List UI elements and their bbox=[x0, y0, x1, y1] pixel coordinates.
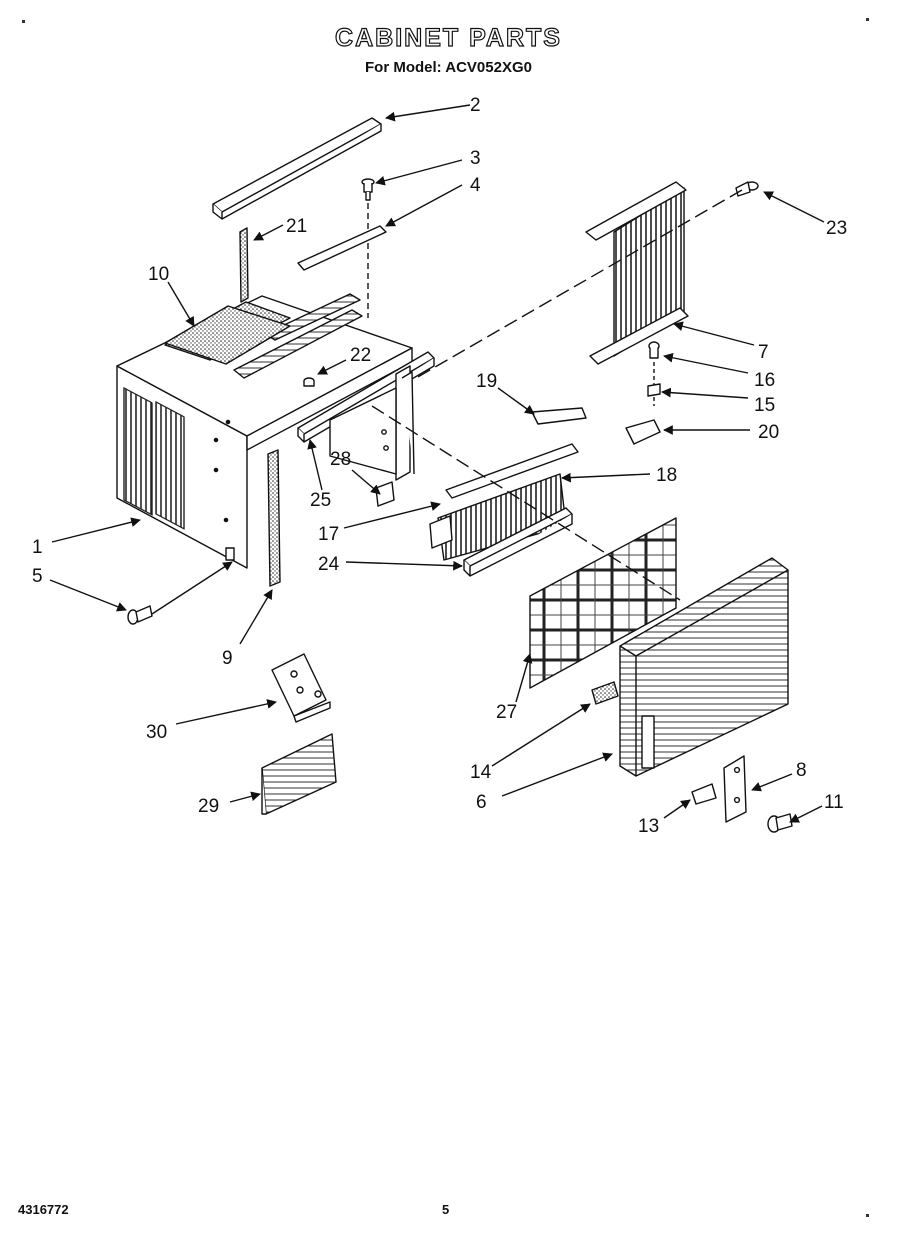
callout-7: 7 bbox=[758, 342, 769, 363]
part-22-plug bbox=[303, 377, 315, 387]
part-24-lower-rail bbox=[463, 507, 573, 577]
callout-14: 14 bbox=[470, 762, 492, 783]
part-4-top-strip bbox=[297, 225, 387, 271]
part-2-top-rail bbox=[212, 117, 382, 220]
part-11-screw bbox=[767, 813, 793, 833]
leader-lines bbox=[49, 104, 825, 823]
callout-24: 24 bbox=[318, 554, 340, 575]
part-10-insulation-pad bbox=[164, 305, 291, 365]
callout-16: 16 bbox=[754, 370, 775, 391]
callout-13: 13 bbox=[638, 816, 659, 837]
callout-6: 6 bbox=[476, 792, 487, 813]
page-number: 5 bbox=[442, 1202, 450, 1217]
part-13-block bbox=[691, 783, 717, 805]
callout-11: 11 bbox=[824, 792, 844, 813]
part-8-bracket bbox=[723, 755, 747, 823]
callout-21: 21 bbox=[286, 216, 307, 237]
callout-8: 8 bbox=[796, 760, 807, 781]
callout-23: 23 bbox=[826, 218, 847, 239]
callout-25: 25 bbox=[310, 490, 331, 511]
corner-mark bbox=[22, 20, 25, 23]
callout-28: 28 bbox=[330, 449, 351, 470]
part-7-back-panel bbox=[585, 181, 689, 365]
part-28-clip bbox=[375, 481, 395, 507]
callout-27: 27 bbox=[496, 702, 517, 723]
callout-22: 22 bbox=[350, 345, 371, 366]
callout-10: 10 bbox=[148, 264, 169, 285]
callout-29: 29 bbox=[198, 796, 219, 817]
part-16-screw bbox=[648, 341, 660, 359]
callout-1: 1 bbox=[32, 537, 43, 558]
callout-18: 18 bbox=[656, 465, 677, 486]
callout-labels: 2 3 4 21 10 22 23 7 16 15 20 19 18 17 24… bbox=[32, 95, 847, 837]
part-29-panel bbox=[261, 733, 337, 815]
part-20-clip bbox=[625, 419, 661, 445]
part-19-bracket bbox=[531, 407, 587, 425]
corner-mark bbox=[866, 18, 869, 21]
part-6-front-grille bbox=[619, 557, 789, 777]
part-3-screw bbox=[361, 178, 375, 201]
part-21-strip bbox=[239, 227, 249, 303]
callout-30: 30 bbox=[146, 722, 167, 743]
corner-mark bbox=[866, 1214, 869, 1217]
part-30-hinge bbox=[271, 653, 331, 723]
part-9-side-strip bbox=[267, 449, 281, 587]
part-15-washer bbox=[647, 383, 661, 397]
partition-bracket bbox=[329, 365, 415, 481]
part-5-screw bbox=[127, 605, 153, 625]
document-number: 4316772 bbox=[18, 1202, 69, 1217]
callout-20: 20 bbox=[758, 422, 779, 443]
part-23-screw bbox=[735, 181, 759, 197]
callout-2: 2 bbox=[470, 95, 481, 116]
callout-17: 17 bbox=[318, 524, 339, 545]
callout-3: 3 bbox=[470, 148, 481, 169]
model-subtitle: For Model: ACV052XG0 bbox=[365, 59, 532, 76]
callout-15: 15 bbox=[754, 395, 775, 416]
part-17-18-louver-assembly bbox=[429, 443, 579, 561]
page-title: CABINET PARTS bbox=[334, 23, 562, 52]
callout-4: 4 bbox=[470, 175, 481, 196]
callout-19: 19 bbox=[476, 371, 497, 392]
callout-5: 5 bbox=[32, 566, 43, 587]
part-14-latch bbox=[591, 681, 619, 705]
callout-9: 9 bbox=[222, 648, 233, 669]
